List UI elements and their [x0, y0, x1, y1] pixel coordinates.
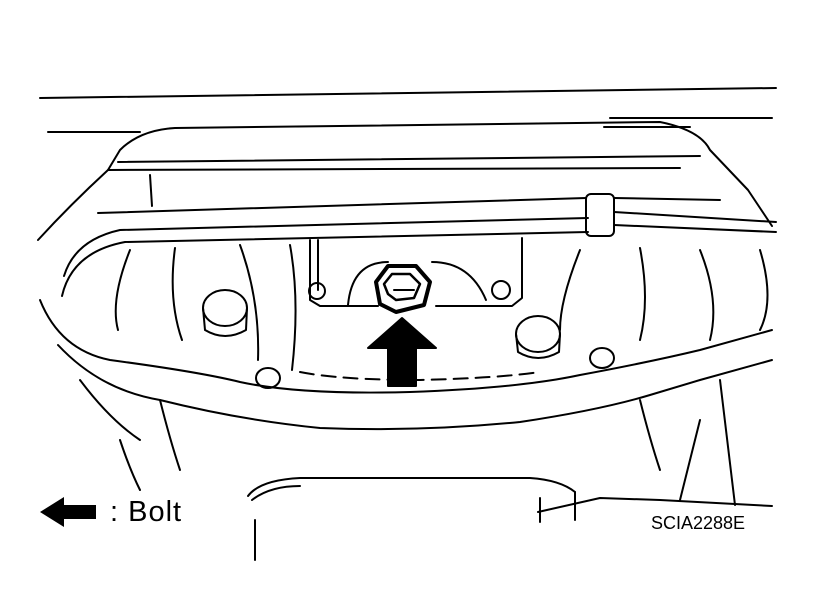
small-studs [255, 347, 615, 389]
pipe-clamp [585, 193, 615, 237]
frame-lines [39, 87, 777, 133]
lower-housing [247, 477, 773, 561]
oil-pan-outline [39, 299, 773, 506]
center-bracket [308, 237, 523, 307]
bolt-boss-right [515, 315, 561, 359]
arrow-up-icon [367, 317, 437, 387]
rib-lines [114, 244, 769, 371]
legend: : Bolt [40, 492, 182, 532]
legend-label: : Bolt [110, 495, 183, 528]
upper-body-outline [37, 121, 773, 241]
black-arrow-left-icon [40, 497, 96, 527]
bolt-boss-left [202, 289, 248, 337]
target-bolt [374, 264, 432, 314]
figure-code: SCIA2288E [651, 513, 746, 533]
crossmember-pipes [61, 193, 777, 297]
